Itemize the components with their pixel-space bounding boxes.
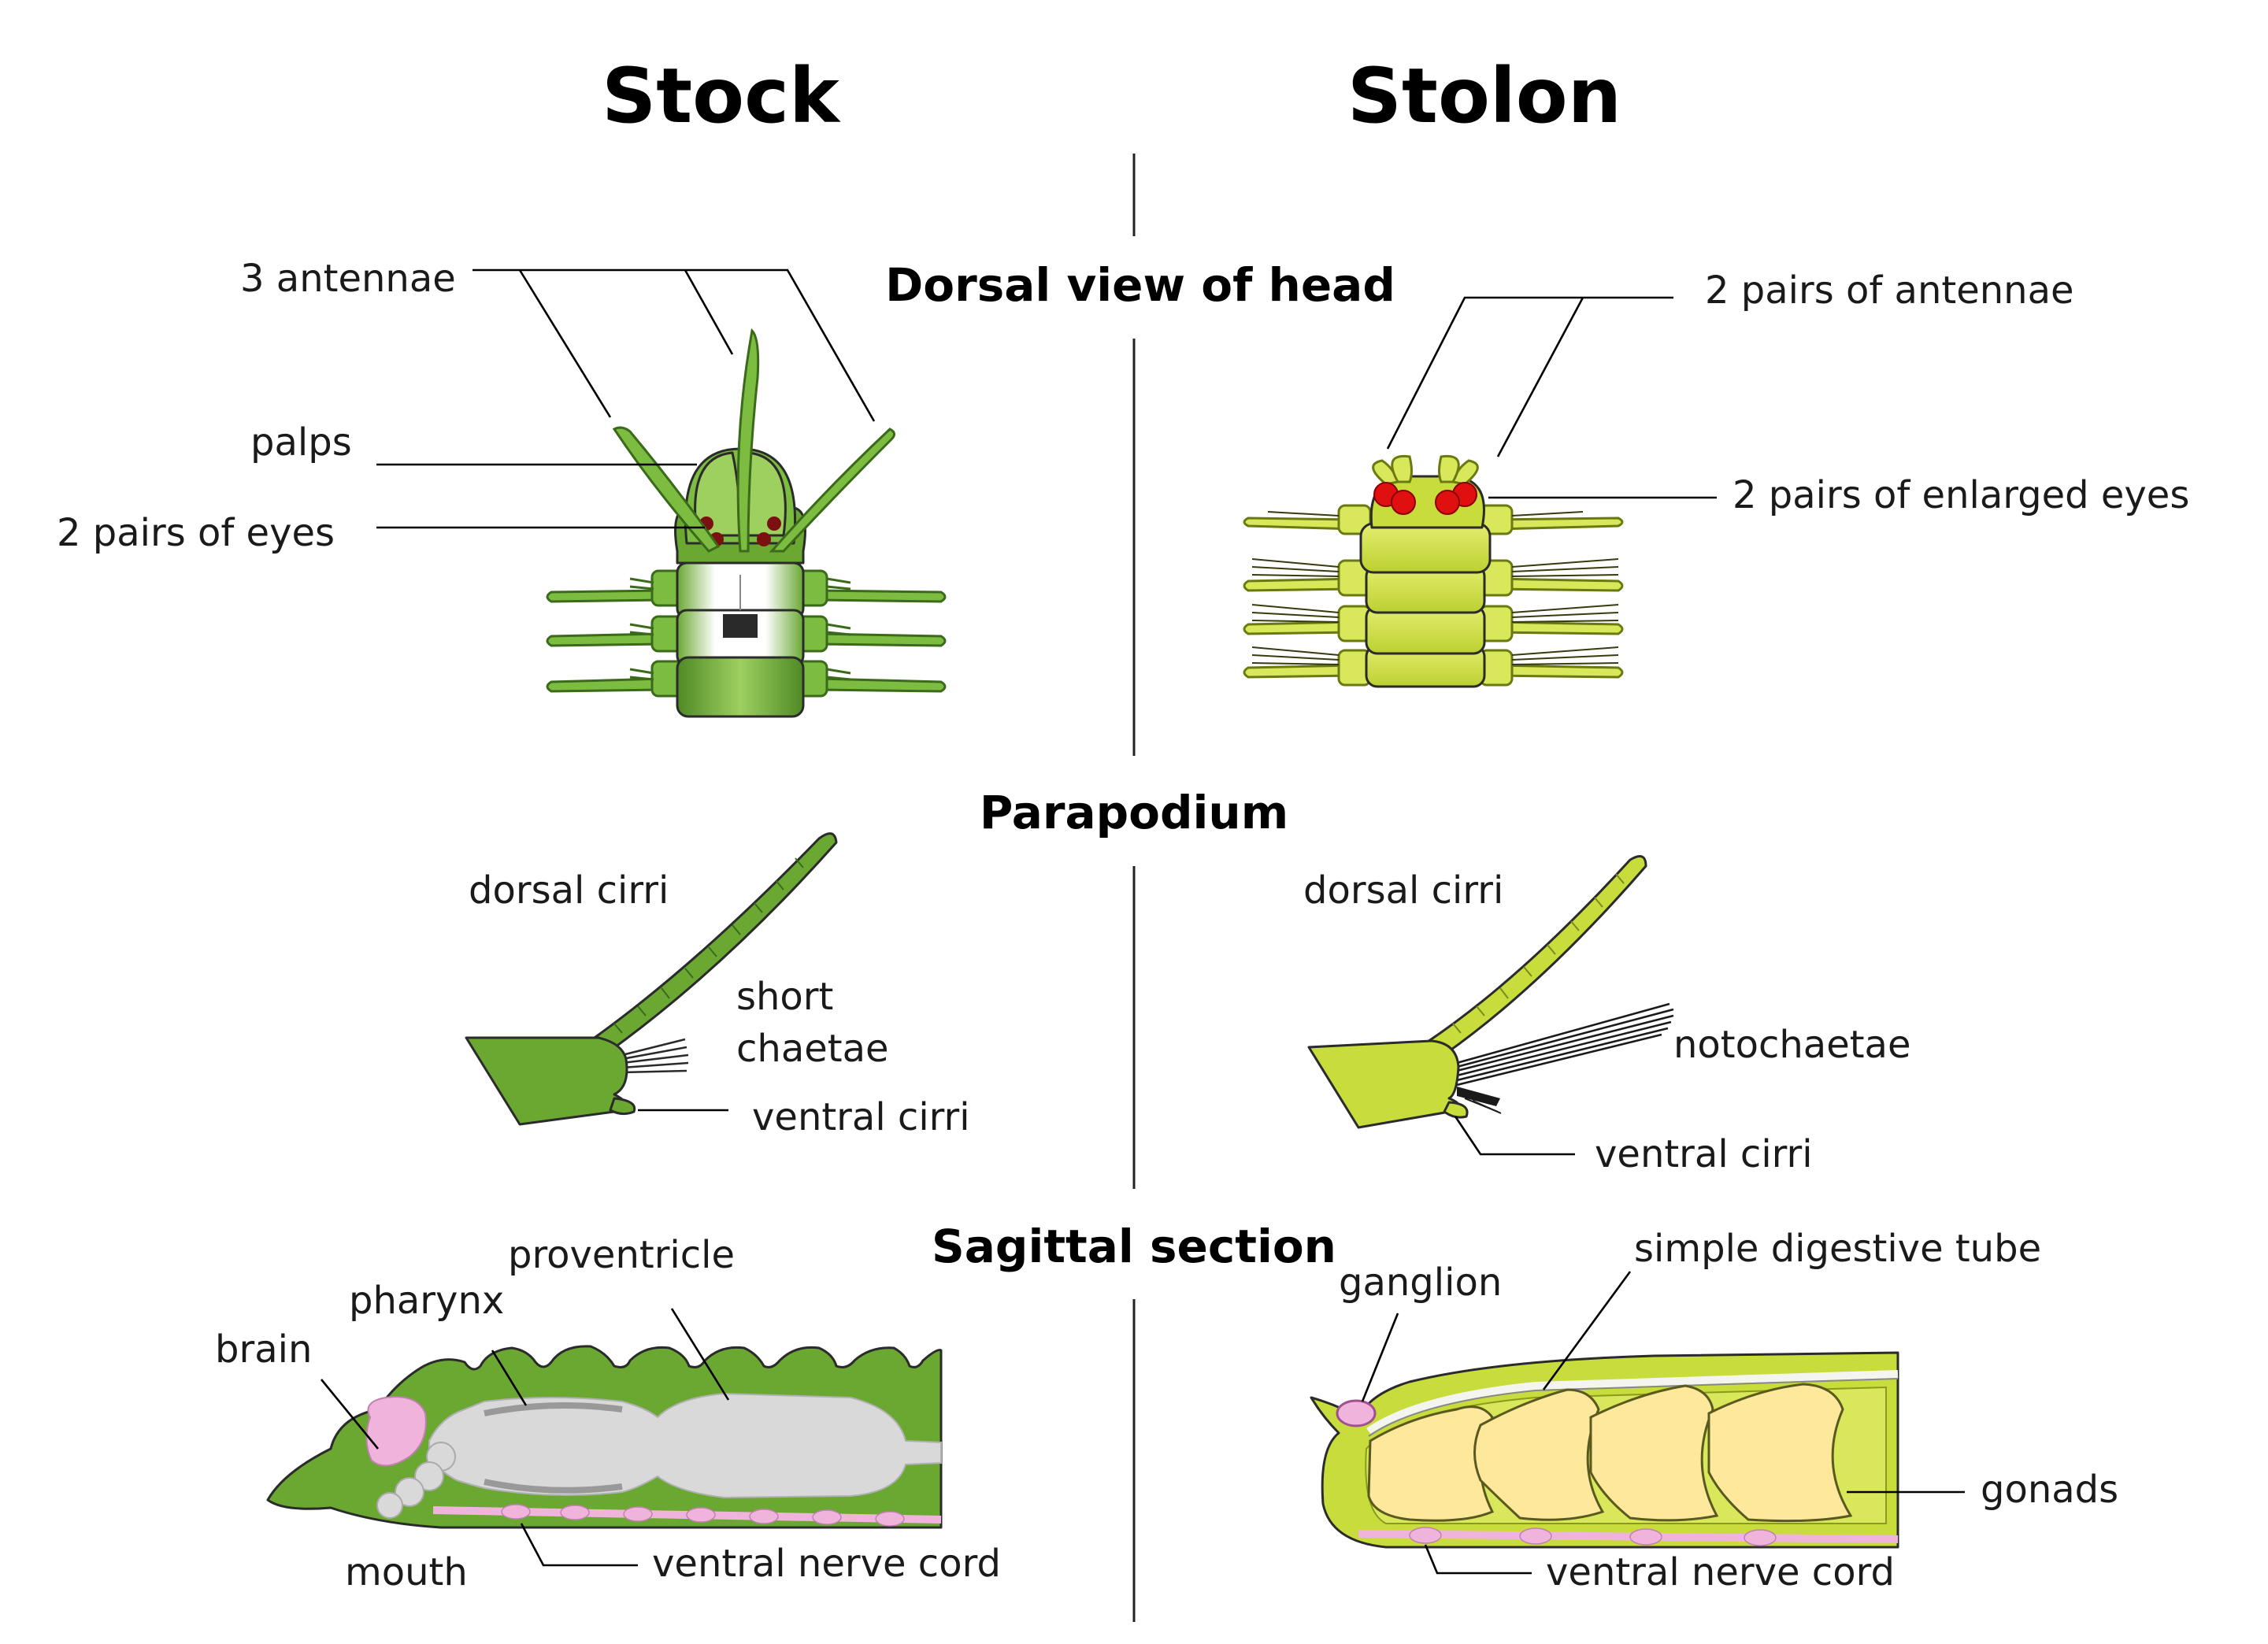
label-notochaetae: notochaetae [1673, 1023, 1911, 1067]
label-chaetae: chaetae [736, 1027, 889, 1071]
stock-antennae [612, 328, 895, 553]
label-mouth: mouth [345, 1550, 468, 1594]
stock-head-leaders [376, 268, 876, 529]
stolon-sagittal-leaders [1361, 1271, 1965, 1575]
label-simple-digestive-tube: simple digestive tube [1634, 1227, 2041, 1271]
stolon-gonads [1367, 1383, 1853, 1523]
label-brain: brain [215, 1327, 312, 1372]
stock-parapodium-illustration [465, 832, 838, 1126]
label-short: short [736, 975, 833, 1019]
stolon-ventral-cirri-leader [1454, 1116, 1575, 1156]
stolon-eyes [1373, 482, 1477, 515]
label-2-pairs-of-antennae: 2 pairs of antennae [1705, 268, 2074, 313]
stock-head-cirri [546, 569, 947, 698]
column-title-stock: Stock [602, 52, 841, 140]
stock-eyes [699, 517, 781, 546]
stolon-head-leaders [1386, 296, 1717, 499]
label-palps: palps [250, 420, 352, 465]
label-gonads: gonads [1981, 1468, 2118, 1512]
stock-sagittal-illustration [266, 1345, 943, 1529]
label-stolon-ventral-nerve-cord: ventral nerve cord [1546, 1550, 1895, 1594]
label-stock-ventral-nerve-cord: ventral nerve cord [652, 1542, 1001, 1586]
section-title-sagittal: Sagittal section [932, 1220, 1336, 1273]
stolon-sagittal-illustration [1310, 1351, 1899, 1549]
label-stolon-dorsal-cirri: dorsal cirri [1303, 868, 1503, 913]
label-ganglion: ganglion [1339, 1261, 1502, 1305]
column-title-stolon: Stolon [1347, 52, 1621, 140]
label-pharynx: pharynx [349, 1279, 504, 1323]
section-title-head: Dorsal view of head [885, 258, 1395, 312]
section-title-parapodium: Parapodium [980, 786, 1288, 839]
label-stolon-ventral-cirri: ventral cirri [1595, 1132, 1813, 1176]
label-proventricle: proventricle [508, 1233, 735, 1277]
label-3-antennae: 3 antennae [240, 257, 456, 301]
stolon-head-illustration [1243, 454, 1624, 688]
label-stock-dorsal-cirri: dorsal cirri [469, 868, 669, 913]
label-stock-ventral-cirri: ventral cirri [752, 1095, 970, 1139]
stolon-parapodium-illustration [1307, 855, 1674, 1129]
label-2-pairs-of-enlarged-eyes: 2 pairs of enlarged eyes [1732, 473, 2189, 517]
label-2-pairs-of-eyes: 2 pairs of eyes [57, 511, 335, 555]
stock-sagittal-leaders [320, 1308, 730, 1567]
stock-head-illustration [546, 328, 947, 718]
